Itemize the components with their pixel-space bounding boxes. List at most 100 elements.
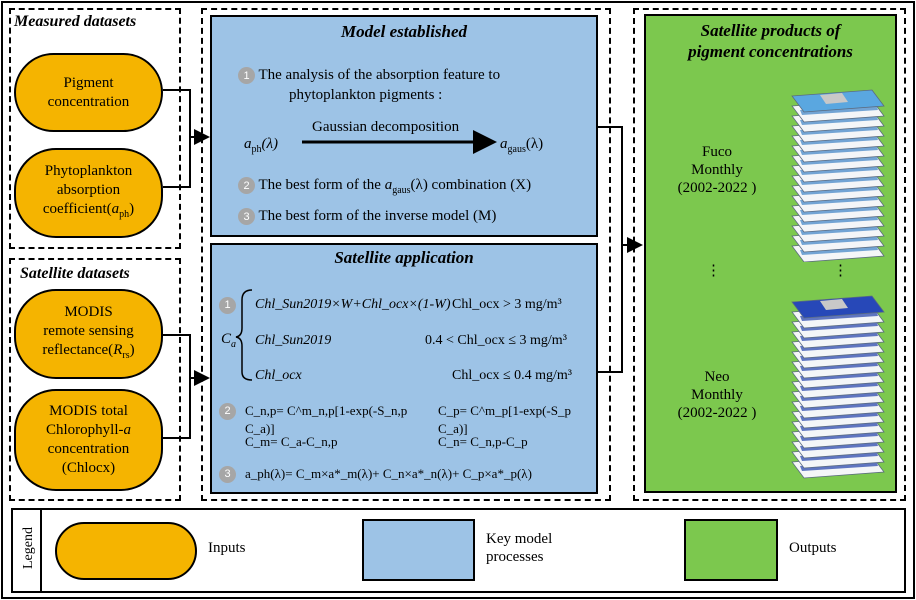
pill-line: MODIS: [64, 304, 113, 320]
ca-sub: a: [231, 339, 237, 350]
step2-term: a: [384, 177, 393, 193]
satellite-application-box: [210, 243, 598, 494]
legend-inputs-label: Inputs: [208, 540, 246, 556]
eq2a: C_n,p= C^m_n,p[1-exp(-S_n,p C_a)]: [245, 403, 408, 436]
connector-measured: [163, 89, 208, 188]
fuco-years: (2002-2022 ): [677, 180, 757, 196]
gaussian-label: Gaussian decomposition: [312, 119, 460, 135]
fuco-frequency: Monthly: [691, 162, 743, 178]
pill-close: ): [129, 201, 135, 217]
modis-rrs-input: MODIS remote sensing reflectance(Rrs): [14, 289, 163, 379]
legend-process-swatch: [362, 519, 475, 581]
satellite-datasets-panel: [9, 258, 181, 501]
neo-name: Neo: [704, 369, 730, 385]
a-arg: (λ): [525, 136, 544, 152]
a-ph-term: aph(λ): [244, 135, 278, 159]
map-layers: [791, 89, 885, 262]
step-number-badge: 3: [238, 208, 255, 226]
neo-years: (2002-2022 ): [677, 405, 757, 421]
a-arg: (λ): [261, 136, 279, 152]
pill-line: concentration: [47, 441, 130, 457]
legend-box: [11, 508, 906, 593]
sat-app-num2: 2: [219, 402, 236, 420]
case3-right: Chl_ocx ≤ 0.4 mg/m³: [452, 368, 572, 383]
model-container-panel: [201, 8, 611, 501]
measured-datasets-panel: [9, 8, 181, 249]
pill-sub: ph: [119, 209, 130, 220]
eq2b: C_p= C^m_p[1-exp(-S_p C_a)]: [438, 403, 571, 436]
map-layer: [791, 295, 885, 319]
step1-line2: phytoplankton pigments :: [289, 87, 443, 103]
pill-italic: R: [113, 342, 123, 358]
step-number-badge: 1: [219, 296, 236, 314]
pill-line: concentration: [47, 93, 130, 110]
case2-left: Chl_Sun2019: [255, 333, 332, 348]
case3-left: Chl_ocx: [255, 368, 302, 383]
a-sub: gaus: [507, 144, 526, 155]
phytoplankton-absorption-input: Phytoplankton absorption coefficient(aph…: [14, 148, 163, 238]
products-title-line2: pigment concentrations: [688, 42, 853, 61]
a-sub: ph: [251, 144, 262, 155]
eq2d: C_n= C_n,p-C_p: [438, 434, 528, 449]
fuco-name: Fuco: [702, 144, 732, 160]
pill-italic: a: [123, 422, 132, 438]
eq2c: C_m= C_a-C_n,p: [245, 434, 338, 449]
pill-line: (Chlocx): [61, 460, 116, 476]
sat-app-num1: 1: [219, 296, 236, 314]
a-italic: a: [500, 136, 508, 152]
pill-line: Pigment: [63, 74, 114, 91]
pill-close: ): [129, 342, 135, 358]
legend-process-label: Key model processes: [486, 530, 552, 566]
connector-products: [598, 126, 641, 373]
sat-app-num3: 3: [219, 465, 236, 483]
legend-process-line2: processes: [486, 549, 544, 565]
neo-label: Neo Monthly (2002-2022 ): [662, 368, 772, 422]
fuco-label: Fuco Monthly (2002-2022 ): [662, 143, 772, 197]
step-number-badge: 2: [219, 402, 236, 420]
measured-datasets-title: Measured datasets: [14, 13, 137, 30]
ca-letter: C: [221, 331, 232, 347]
model-step2: 2 The best form of the agaus(λ) combinat…: [238, 176, 588, 200]
pill-line: coefficient(: [42, 201, 112, 217]
step-number-badge: 1: [238, 67, 255, 85]
step3-text: The best form of the inverse model (M): [258, 208, 497, 224]
legend-label: Legend: [21, 527, 36, 569]
map-layer: [791, 89, 885, 113]
ellipsis-left: ⋮: [706, 263, 721, 279]
neo-frequency: Monthly: [691, 387, 743, 403]
legend-divider: [40, 508, 42, 593]
model-step3: 3 The best form of the inverse model (M): [238, 207, 588, 226]
products-title-line1: Satellite products of: [700, 21, 841, 40]
cases-brace: [235, 289, 253, 381]
step-number-badge: 2: [238, 177, 255, 195]
ca-symbol: Ca: [221, 330, 236, 354]
model-step1: 1 The analysis of the absorption feature…: [238, 66, 588, 85]
a-gaus-term: agaus(λ): [500, 135, 543, 159]
pill-line: Phytoplankton: [44, 163, 133, 179]
satellite-datasets-title: Satellite datasets: [20, 265, 130, 282]
pill-sub: rs: [122, 350, 130, 361]
step2-post: (λ) combination (X): [410, 177, 532, 193]
neo-map-stack: [791, 295, 885, 479]
step1-line1: The analysis of the absorption feature t…: [258, 67, 501, 83]
step2-sub: gaus: [392, 185, 411, 196]
step2-pre: The best form of the: [258, 177, 385, 193]
pill-line: absorption: [56, 182, 121, 198]
fuco-map-stack: [791, 89, 885, 262]
case2-right: 0.4 < Chl_ocx ≤ 3 mg/m³: [425, 333, 567, 348]
map-layers: [791, 295, 885, 479]
case1-left: Chl_Sun2019×W+Chl_ocx×(1-W): [255, 297, 451, 312]
model-established-title: Model established: [340, 22, 468, 41]
pill-italic: a: [111, 201, 120, 217]
modis-chlocx-input: MODIS total Chlorophyll-a concentration …: [14, 389, 163, 491]
legend-process-line1: Key model: [486, 531, 553, 547]
products-title: Satellite products of pigment concentrat…: [644, 20, 897, 62]
ellipsis-right: ⋮: [833, 263, 848, 279]
eq3: a_ph(λ)= C_m×a*_m(λ)+ C_n×a*_n(λ)+ C_p×a…: [245, 466, 532, 481]
pill-line: reflectance(: [42, 342, 114, 358]
case1-right: Chl_ocx > 3 mg/m³: [452, 297, 562, 312]
model-established-box: [210, 15, 598, 237]
pill-line: Chlorophyll-: [46, 422, 124, 438]
